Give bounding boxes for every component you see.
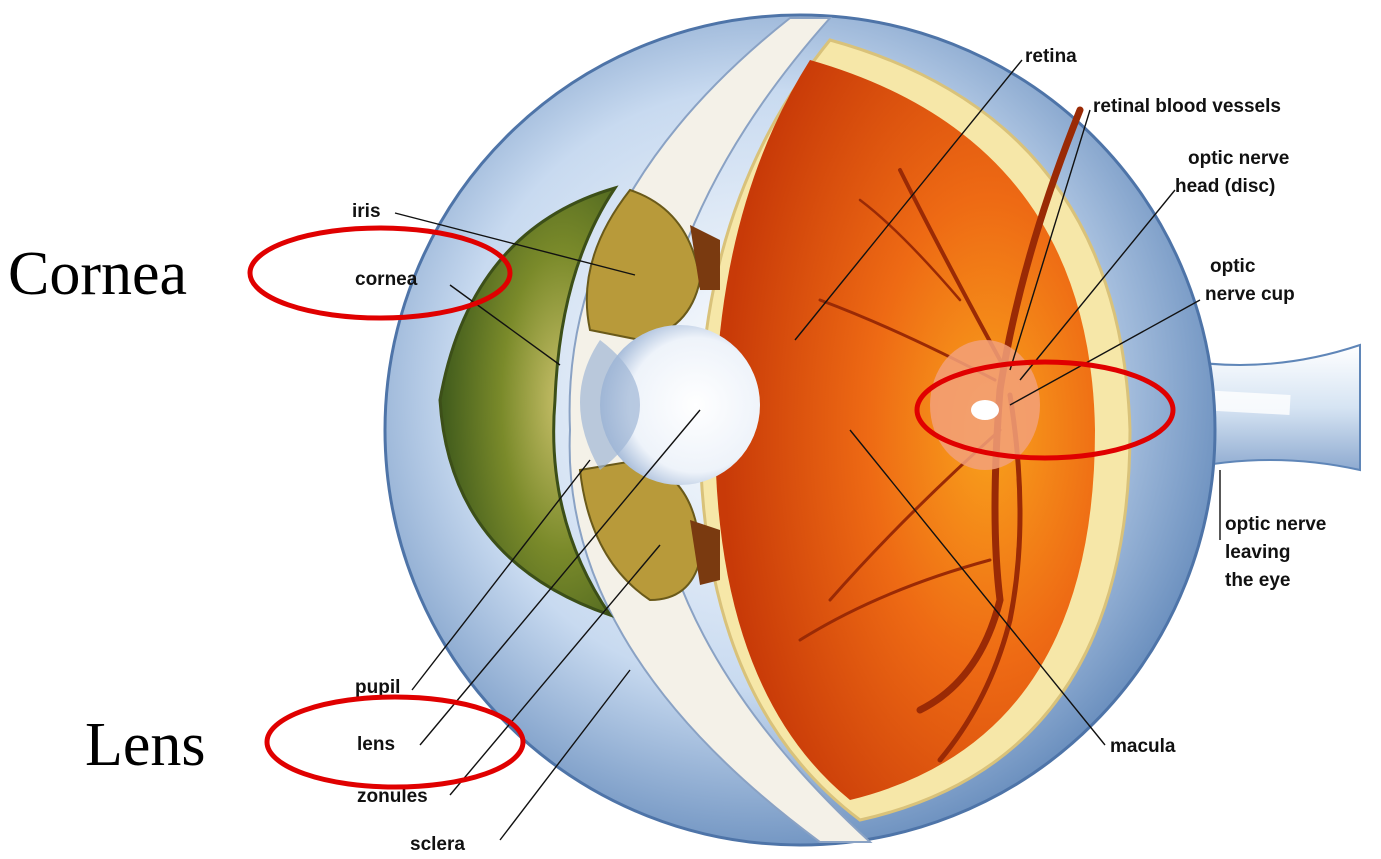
label-optic-nerve-leaving-line3: the eye xyxy=(1225,570,1290,591)
label-optic-nerve-cup-line2: nerve cup xyxy=(1205,284,1295,305)
optic-cup-shape xyxy=(971,400,999,420)
label-optic-nerve-head-line1: optic nerve xyxy=(1188,148,1289,169)
label-retinal-blood-vessels: retinal blood vessels xyxy=(1093,96,1281,117)
label-lens: lens xyxy=(357,734,395,755)
label-cornea: cornea xyxy=(355,269,418,290)
label-iris: iris xyxy=(352,201,381,222)
label-optic-nerve-cup-line1: optic xyxy=(1210,256,1256,277)
annotation-cornea: Cornea xyxy=(8,240,187,308)
label-retina: retina xyxy=(1025,46,1077,67)
label-macula: macula xyxy=(1110,736,1176,757)
label-optic-nerve-leaving-line2: leaving xyxy=(1225,542,1290,563)
label-optic-nerve-head-line2: head (disc) xyxy=(1175,176,1275,197)
annotation-lens: Lens xyxy=(85,711,206,779)
label-sclera: sclera xyxy=(410,834,465,855)
label-optic-nerve-leaving-line1: optic nerve xyxy=(1225,514,1326,535)
